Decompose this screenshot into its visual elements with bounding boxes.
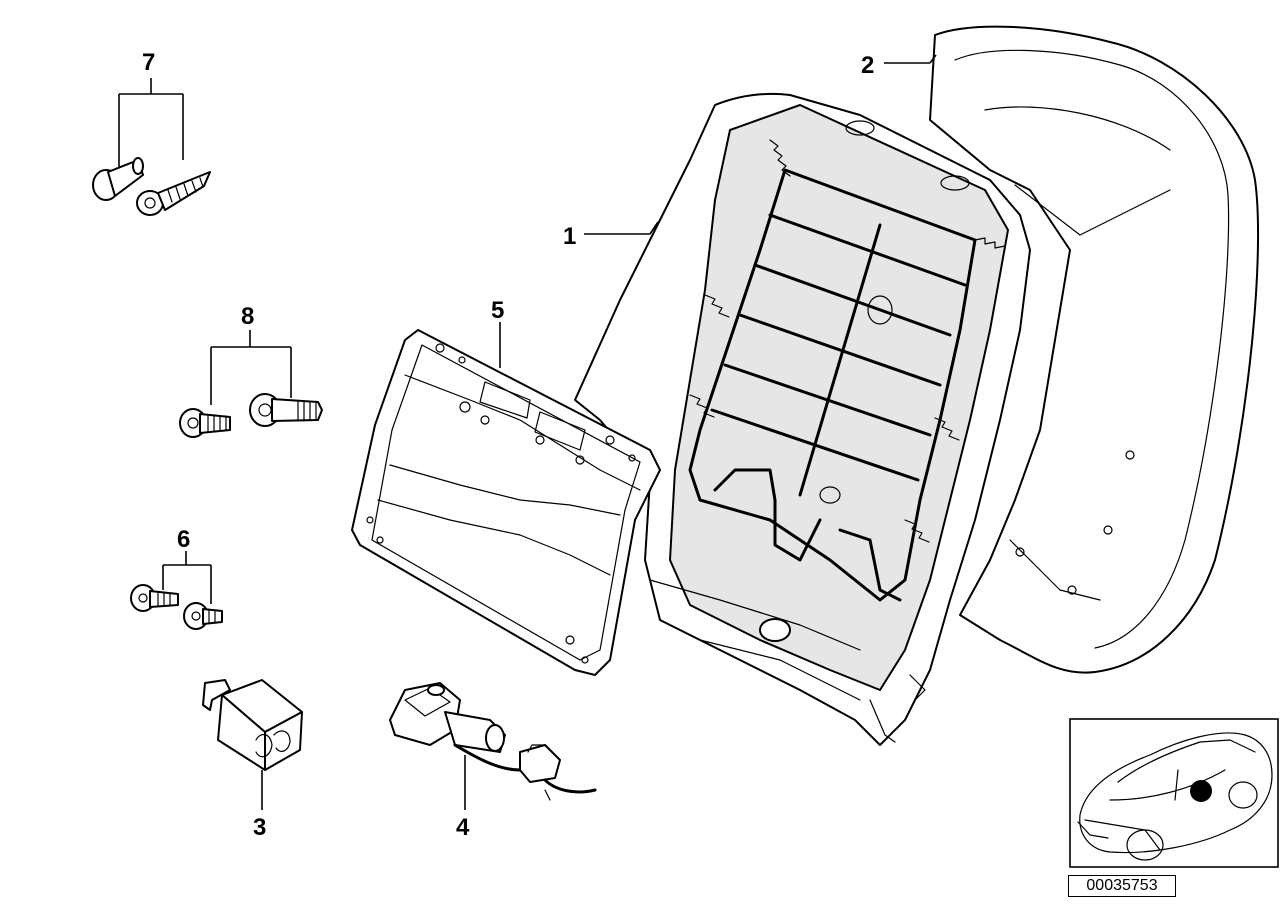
part-4-motor-with-cable[interactable] <box>389 682 597 801</box>
car-outline-icon <box>1077 732 1273 861</box>
seat-location-marker <box>1190 780 1212 802</box>
leader-lines <box>118 54 937 810</box>
callout-2: 2 <box>861 52 874 79</box>
callout-6: 6 <box>177 526 190 553</box>
part-2-backrest-panel[interactable] <box>929 25 1260 674</box>
part-3-module[interactable] <box>202 679 303 771</box>
callout-4: 4 <box>456 814 470 841</box>
location-inset <box>1069 718 1279 868</box>
part-1-backrest-frame[interactable] <box>574 92 1031 746</box>
part-6-small-bolts[interactable] <box>130 584 223 630</box>
callout-5: 5 <box>491 297 504 324</box>
inset-frame <box>1069 718 1279 868</box>
callout-numbers: 7 8 6 3 4 5 1 2 <box>142 49 874 841</box>
callout-1: 1 <box>563 223 576 250</box>
part-7-clip-and-screw[interactable] <box>92 157 211 216</box>
part-8-bolts[interactable] <box>179 393 323 438</box>
callout-3: 3 <box>253 814 266 841</box>
callout-7: 7 <box>142 49 155 76</box>
callout-8: 8 <box>241 303 254 330</box>
reference-number: 00035753 <box>1068 875 1176 897</box>
part-5-back-cover-panel[interactable] <box>351 329 661 676</box>
